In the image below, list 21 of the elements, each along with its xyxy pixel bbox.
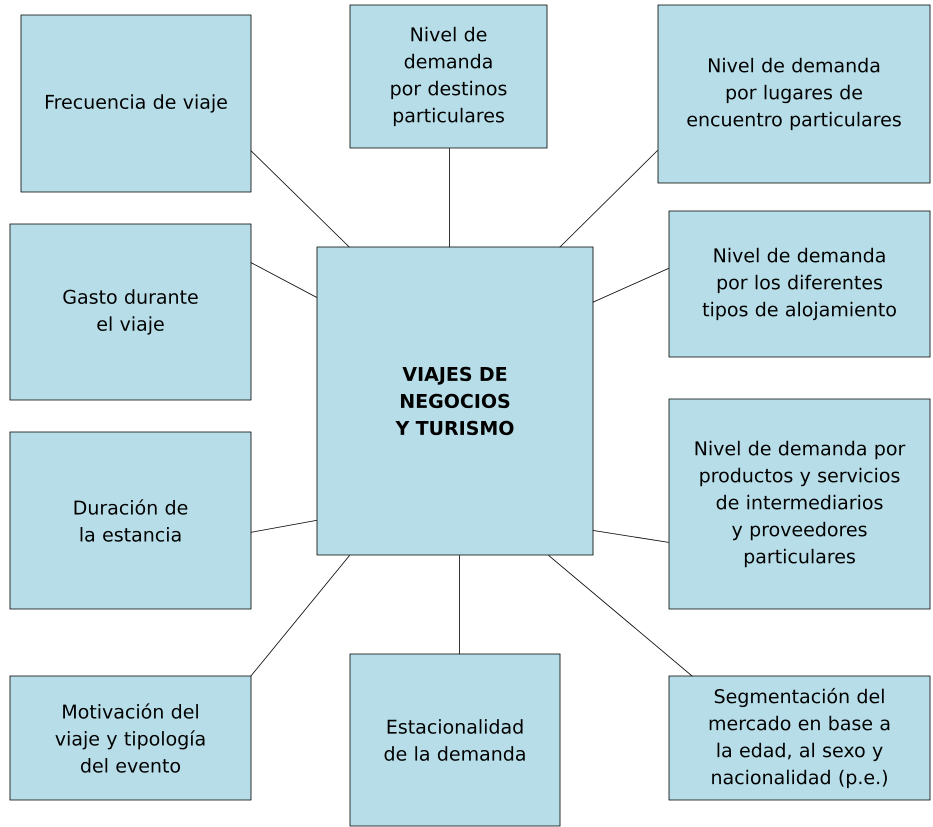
factor-box: Segmentación del mercado en base a la edad, al sexo y nacionalidad (p.e.): [668, 676, 930, 800]
factor-box: Gasto durante el viaje: [10, 224, 252, 400]
factor-box: Nivel de demanda por los diferentes tipos de alojamiento: [668, 210, 930, 358]
factor-box: Frecuencia de viaje: [20, 14, 252, 192]
topic-box: VIAJES DE NEGOCIOS Y TURISMO: [316, 246, 594, 556]
factor-box: Nivel de demanda por destinos particulares: [350, 4, 548, 148]
connector-line: [449, 148, 450, 248]
factor-box: Motivación del viaje y tipología del evento: [10, 676, 252, 800]
connector-line: [250, 555, 350, 677]
connector-line: [592, 530, 669, 543]
factor-box: Duración de la estancia: [10, 432, 252, 610]
connector-line: [250, 150, 350, 248]
connector-line: [559, 150, 658, 248]
factor-box: Nivel de demanda por productos y servicios de intermediarios y proveedores particulares: [668, 398, 930, 610]
connector-line: [592, 268, 669, 303]
connector-line: [459, 555, 460, 655]
connector-line: [250, 520, 317, 533]
connector-line: [548, 555, 693, 677]
factor-box: Estacionalidad de la demanda: [350, 654, 560, 826]
connector-line: [250, 262, 317, 298]
factor-box: Nivel de demanda por lugares de encuentro particulares: [658, 4, 930, 184]
